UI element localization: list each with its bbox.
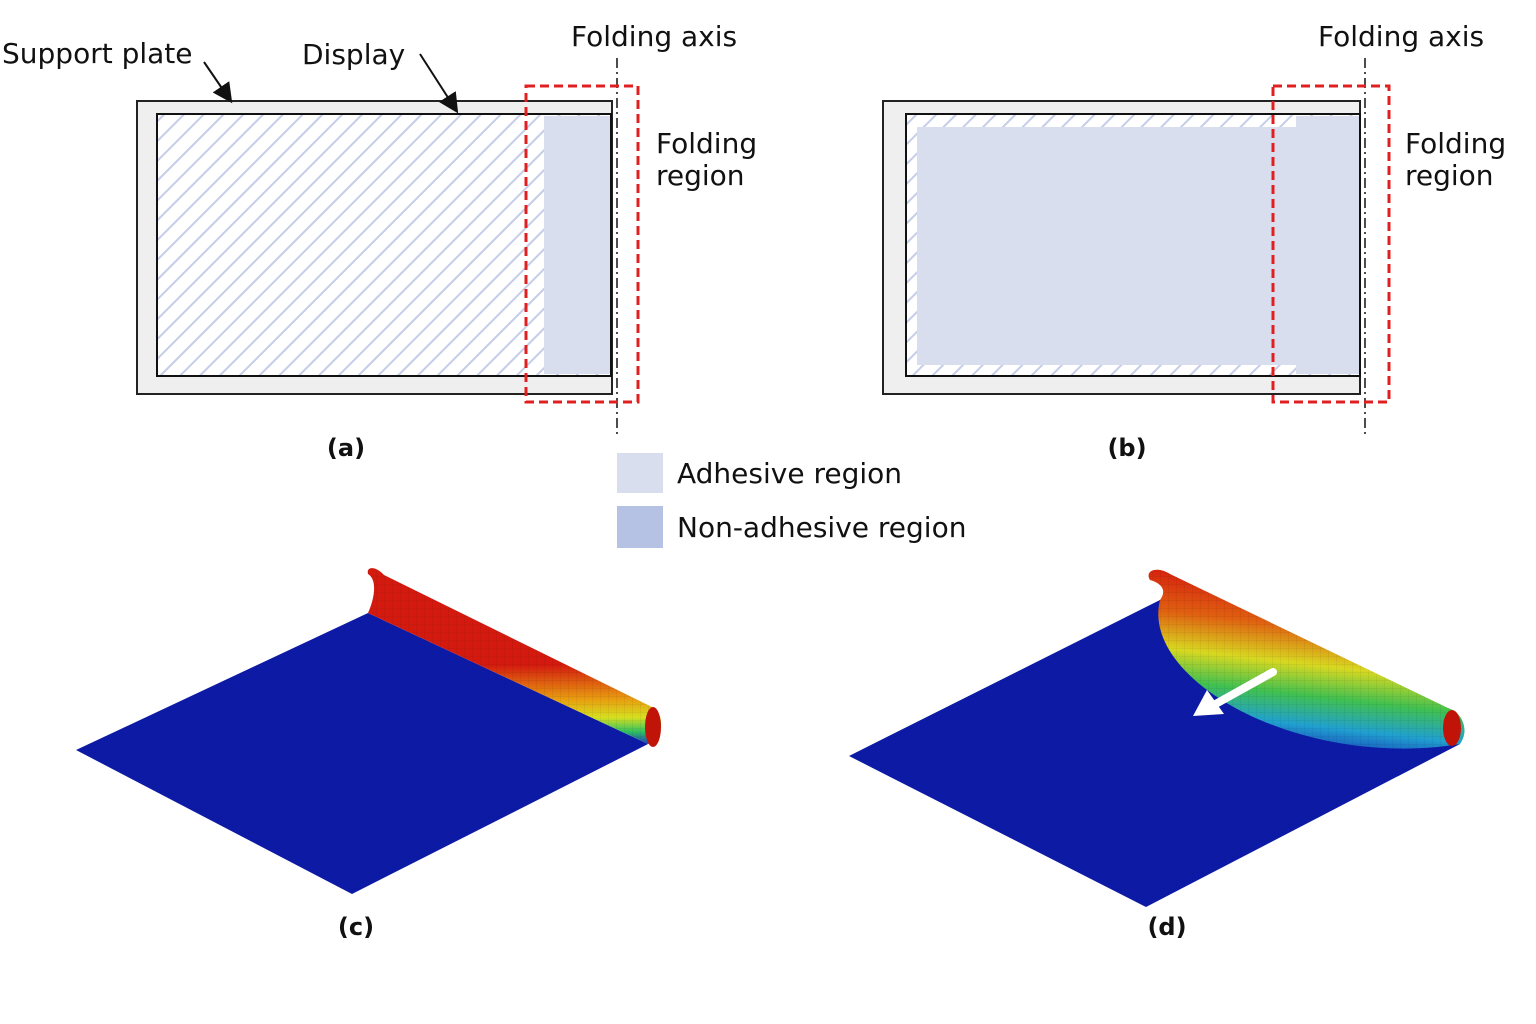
adhesive-area-b bbox=[917, 127, 1298, 365]
folding-region-label-a-line1: Folding bbox=[656, 127, 757, 160]
fea-plate-mesh-d bbox=[849, 600, 1460, 907]
display-a bbox=[156, 113, 612, 377]
caption-a: (a) bbox=[327, 434, 365, 462]
panel-d: (d) bbox=[849, 569, 1465, 941]
support-plate-arrow bbox=[203, 61, 233, 104]
caption-d: (d) bbox=[1147, 913, 1186, 941]
legend-label-non-adhesive: Non-adhesive region bbox=[677, 511, 966, 544]
fea-fold-mesh-d bbox=[1148, 569, 1465, 749]
fea-plate-mesh-c bbox=[76, 613, 648, 894]
non-adhesive-area-b bbox=[1296, 116, 1359, 374]
display-arrow bbox=[419, 53, 459, 114]
fea-fold-end-c bbox=[645, 707, 661, 747]
panel-b: Folding axis Folding region (b) bbox=[882, 20, 1506, 462]
display-label: Display bbox=[302, 38, 405, 71]
panel-a: Support plate Display Folding axis Foldi… bbox=[2, 20, 757, 462]
caption-c: (c) bbox=[338, 913, 374, 941]
folding-region-label-a-line2: region bbox=[656, 159, 745, 192]
propagation-arrow bbox=[1193, 668, 1277, 716]
legend-swatch-non-adhesive bbox=[617, 506, 663, 548]
folding-region-box-a bbox=[524, 84, 640, 404]
fea-fold-mesh-c bbox=[367, 568, 662, 744]
folding-axis-label-b: Folding axis bbox=[1318, 20, 1484, 53]
non-adhesive-area-a bbox=[544, 116, 610, 374]
legend: Adhesive region Non-adhesive region bbox=[617, 453, 966, 548]
caption-b: (b) bbox=[1107, 434, 1146, 462]
legend-swatch-adhesive bbox=[617, 453, 663, 493]
folding-region-label-b-line1: Folding bbox=[1405, 127, 1506, 160]
folding-region-box-b bbox=[1271, 84, 1391, 404]
support-plate-label: Support plate bbox=[2, 37, 193, 70]
panel-c: (c) bbox=[76, 568, 662, 941]
fea-fold-end-d bbox=[1443, 710, 1461, 746]
folding-region-label-b-line2: region bbox=[1405, 159, 1494, 192]
legend-label-adhesive: Adhesive region bbox=[677, 457, 902, 490]
folding-axis-label-a: Folding axis bbox=[571, 20, 737, 53]
